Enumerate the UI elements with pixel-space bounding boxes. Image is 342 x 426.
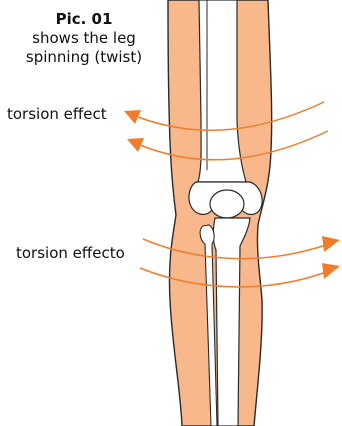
lower-torsion-arrowhead-1 — [322, 236, 340, 252]
upper-torsion-label: torsion effect — [7, 105, 107, 123]
lower-torsion-label: torsion effecto — [16, 244, 125, 262]
lower-torsion-arrowhead-2 — [322, 263, 340, 279]
patella-bone — [210, 190, 244, 218]
